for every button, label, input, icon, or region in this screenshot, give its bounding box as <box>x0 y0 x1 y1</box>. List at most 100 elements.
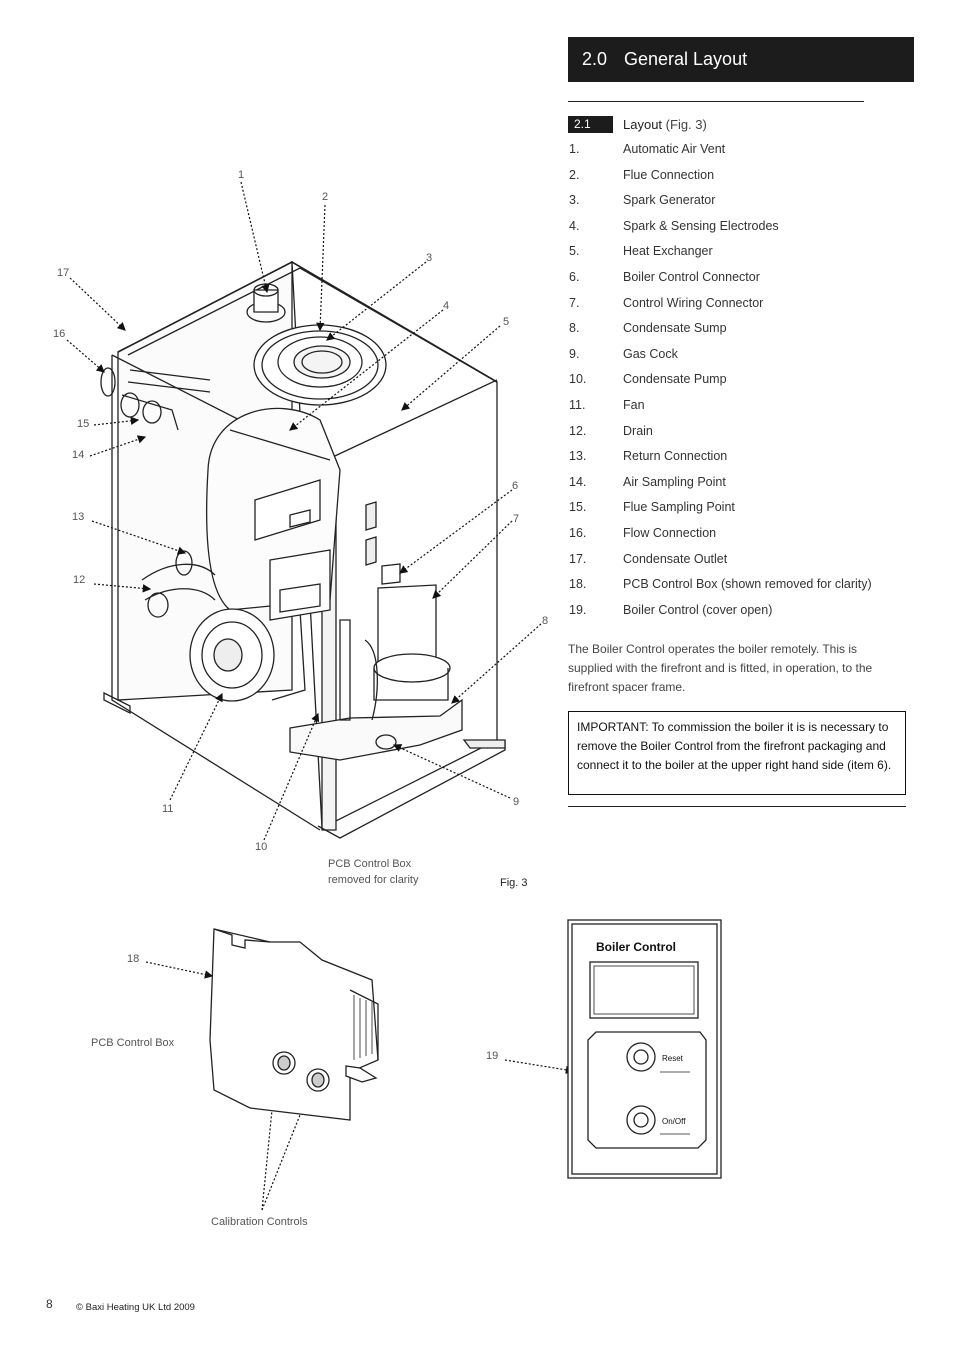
pcb-control-box <box>209 928 379 1121</box>
part-number: 8. <box>569 321 580 336</box>
callout-1: 1 <box>238 169 245 181</box>
parts-list-item: 2. Flue Connection <box>568 167 908 193</box>
parts-list-item: 13. Return Connection <box>568 448 908 474</box>
pcb-removed-line2: removed for clarity <box>328 874 419 886</box>
part-number: 9. <box>569 346 580 361</box>
reset-label: Reset <box>662 1054 684 1063</box>
callout-2: 2 <box>322 191 329 203</box>
parts-list-item: 4. Spark & Sensing Electrodes <box>568 218 908 244</box>
part-label: Flue Sampling Point <box>623 500 735 515</box>
part-label: PCB Control Box (shown removed for clari… <box>623 577 872 592</box>
boiler-illustration <box>100 260 506 839</box>
parts-list-item: 19. Boiler Control (cover open) <box>568 602 908 628</box>
part-number: 17. <box>569 551 587 566</box>
part-label: Spark & Sensing Electrodes <box>623 218 779 233</box>
callout-17: 17 <box>57 267 70 279</box>
parts-list-item: 15. Flue Sampling Point <box>568 499 908 525</box>
page-number: 8 <box>46 1297 53 1311</box>
parts-list-item: 6. Boiler Control Connector <box>568 269 908 295</box>
callout-11: 11 <box>162 803 174 815</box>
control-title: Boiler Control <box>596 940 676 954</box>
parts-list-item: 1. Automatic Air Vent <box>568 141 908 167</box>
part-number: 10. <box>569 372 587 387</box>
callout-13: 13 <box>72 511 85 523</box>
part-label: Flow Connection <box>623 525 717 540</box>
part-label: Heat Exchanger <box>623 244 713 259</box>
callout-14: 14 <box>72 449 85 461</box>
calibration-label: Calibration Controls <box>211 1216 308 1228</box>
part-label: Automatic Air Vent <box>623 142 726 156</box>
part-number: 1. <box>569 142 580 156</box>
boiler-control-unit <box>567 919 722 1179</box>
parts-list-item: 14. Air Sampling Point <box>568 474 908 500</box>
part-number: 12. <box>569 423 587 438</box>
parts-list-item: 3. Spark Generator <box>568 192 908 218</box>
part-label: Air Sampling Point <box>623 474 726 489</box>
callout-6: 6 <box>512 480 519 492</box>
parts-list-item: 11. Fan <box>568 397 908 423</box>
part-label: Return Connection <box>623 449 728 464</box>
callout-18: 18 <box>127 953 140 965</box>
part-label: Condensate Outlet <box>623 551 728 566</box>
callout-7: 7 <box>513 513 520 525</box>
part-number: 16. <box>569 525 587 540</box>
pcb-removed-line1: PCB Control Box <box>328 858 412 870</box>
callout-4: 4 <box>443 300 450 312</box>
part-label: Gas Cock <box>623 346 678 361</box>
part-number: 18. <box>569 577 587 592</box>
part-number: 11. <box>569 397 586 412</box>
parts-list: 1. Automatic Air Vent 2. Flue Connection 3. S… <box>568 141 908 627</box>
copyright: © Baxi Heating UK Ltd 2009 <box>76 1302 195 1313</box>
parts-list-item: 17. Condensate Outlet <box>568 551 908 577</box>
figure-caption: Fig. 3 <box>500 877 528 889</box>
part-label: Condensate Pump <box>623 372 727 387</box>
part-number: 7. <box>569 295 580 310</box>
part-label: Boiler Control Connector <box>623 269 760 284</box>
part-number: 4. <box>569 218 580 233</box>
subsection-title: Layout (Fig. 3) <box>623 116 707 133</box>
part-label: Spark Generator <box>623 193 716 208</box>
callout-10: 10 <box>255 841 268 853</box>
callout-5: 5 <box>503 316 510 328</box>
subsection-number: 2.1 <box>568 116 613 133</box>
part-number: 13. <box>569 449 587 464</box>
parts-list-item: 9. Gas Cock <box>568 346 908 372</box>
pcb-box-label: PCB Control Box <box>91 1037 175 1049</box>
part-number: 19. <box>569 602 587 617</box>
section-number: 2.0 <box>582 49 608 69</box>
parts-list-item: 7. Control Wiring Connector <box>568 295 908 321</box>
pcb-removed-label: PCB Control Box removed for clarity <box>328 856 418 888</box>
parts-list-item: 18. PCB Control Box (shown removed for cl… <box>568 576 908 602</box>
callout-12: 12 <box>73 574 86 586</box>
part-number: 2. <box>569 167 580 182</box>
callout-15: 15 <box>77 418 90 430</box>
notice-divider <box>568 806 906 807</box>
part-label: Boiler Control (cover open) <box>623 602 773 617</box>
parts-list-item: 5. Heat Exchanger <box>568 243 908 269</box>
part-label: Drain <box>623 423 653 438</box>
part-number: 14. <box>569 474 587 489</box>
intro-paragraph: The Boiler Control operates the boiler r… <box>568 642 873 694</box>
parts-list-item: 10. Condensate Pump <box>568 371 908 397</box>
subsection-figure-ref: (Fig. 3) <box>665 117 707 132</box>
section-divider <box>568 101 864 102</box>
callout-3: 3 <box>426 252 433 264</box>
onoff-label: On/Off <box>662 1117 686 1126</box>
callout-leaders <box>66 181 575 1211</box>
important-notice: IMPORTANT: To commission the boiler it i… <box>568 711 906 795</box>
callout-19: 19 <box>486 1050 499 1062</box>
subsection-title-text: Layout <box>623 117 663 132</box>
part-label: Condensate Sump <box>623 321 727 336</box>
parts-list-item: 8. Condensate Sump <box>568 320 908 346</box>
part-label: Fan <box>623 397 645 412</box>
callout-9: 9 <box>513 796 520 808</box>
part-label: Control Wiring Connector <box>623 295 764 310</box>
part-number: 3. <box>569 193 580 208</box>
part-number: 6. <box>569 269 580 284</box>
part-label: Flue Connection <box>623 167 715 182</box>
parts-list-item: 16. Flow Connection <box>568 525 908 551</box>
part-number: 5. <box>569 244 580 259</box>
section-title: General Layout <box>624 49 748 69</box>
part-number: 15. <box>569 500 587 515</box>
